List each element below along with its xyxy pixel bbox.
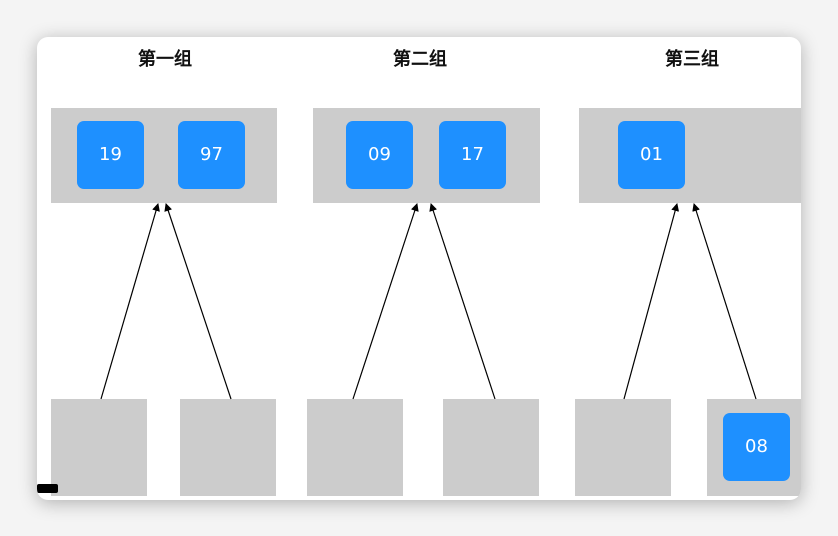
group-title-3: 第三组 [665, 49, 719, 70]
number-tile: 19 [77, 121, 144, 189]
corner-mark [37, 484, 58, 493]
arrow-line [623, 203, 680, 400]
bottom-slot [180, 399, 276, 496]
group-title-1: 第一组 [138, 49, 192, 70]
number-tile: 17 [439, 121, 506, 189]
number-tile: 08 [723, 413, 790, 481]
arrows [100, 203, 757, 400]
bottom-slot [575, 399, 671, 496]
arrow-line [429, 203, 496, 400]
bottom-slot [443, 399, 539, 496]
arrow-line [164, 203, 232, 400]
number-tile: 01 [618, 121, 685, 189]
bottom-slot [307, 399, 403, 496]
group-title-2: 第二组 [393, 49, 447, 70]
number-tile: 09 [346, 121, 413, 189]
arrow-line [100, 203, 160, 400]
number-tile: 97 [178, 121, 245, 189]
arrow-line [692, 203, 757, 400]
arrow-line [352, 203, 419, 400]
group-panel-3 [579, 108, 801, 203]
diagram-card: 第一组 第二组 第三组 19 97 09 17 01 08 [37, 37, 801, 500]
bottom-slot [51, 399, 147, 496]
